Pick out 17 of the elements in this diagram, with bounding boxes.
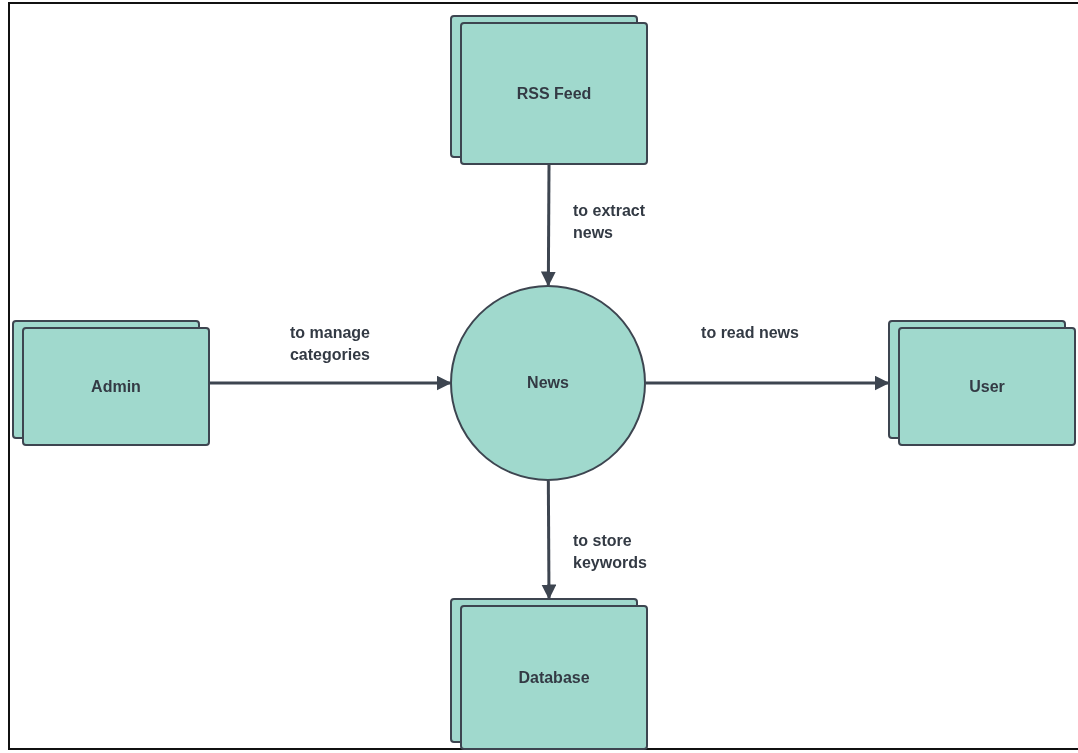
entity-stack [450,598,648,750]
entity-stack [888,320,1076,446]
entity-stack [12,320,210,446]
arrow [646,375,890,391]
edge-label: to read news [700,323,800,343]
node-label: Admin [91,376,141,397]
node-label: RSS Feed [516,83,592,104]
node-label: Database [518,667,590,688]
edge-label: to manage categories [288,323,371,365]
edge-label: to store keywords [573,531,648,573]
edge-label: to extract news [573,201,647,243]
node-label: User [969,376,1005,397]
arrow [210,375,452,391]
node-label: News [527,373,569,394]
arrow [540,165,556,287]
entity-stack [450,15,648,165]
arrow [541,481,557,600]
